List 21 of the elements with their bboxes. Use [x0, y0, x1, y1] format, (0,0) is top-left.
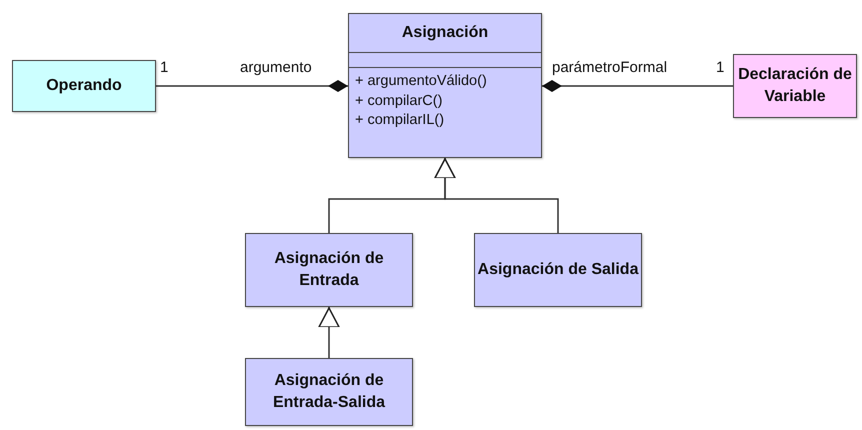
composition-line [542, 80, 733, 92]
class-name: Asignación de Entrada [273, 248, 385, 291]
generalization-arrow [434, 158, 559, 233]
class-box [348, 13, 542, 158]
class-name: Asignación [402, 22, 488, 43]
class-name: Asignación de Salida [478, 260, 638, 280]
class-box [474, 233, 642, 307]
method-name: + compilarC() [355, 92, 442, 111]
generalization-arrow [318, 307, 340, 358]
class-name: Declaración de Variable [737, 64, 853, 107]
class-name: Asignación de Entrada-Salida [272, 370, 386, 413]
class-box [733, 54, 857, 118]
role-label: parámetroFormal [552, 60, 668, 76]
role-label: argumento [240, 60, 312, 76]
class-box [245, 358, 413, 426]
method-name: + compilarIL() [355, 111, 444, 130]
class-name: Operando [46, 76, 122, 96]
composition-line [156, 80, 348, 92]
class-box [245, 233, 413, 307]
method-name: + argumentoVálido() [355, 72, 487, 91]
class-box [12, 60, 156, 112]
